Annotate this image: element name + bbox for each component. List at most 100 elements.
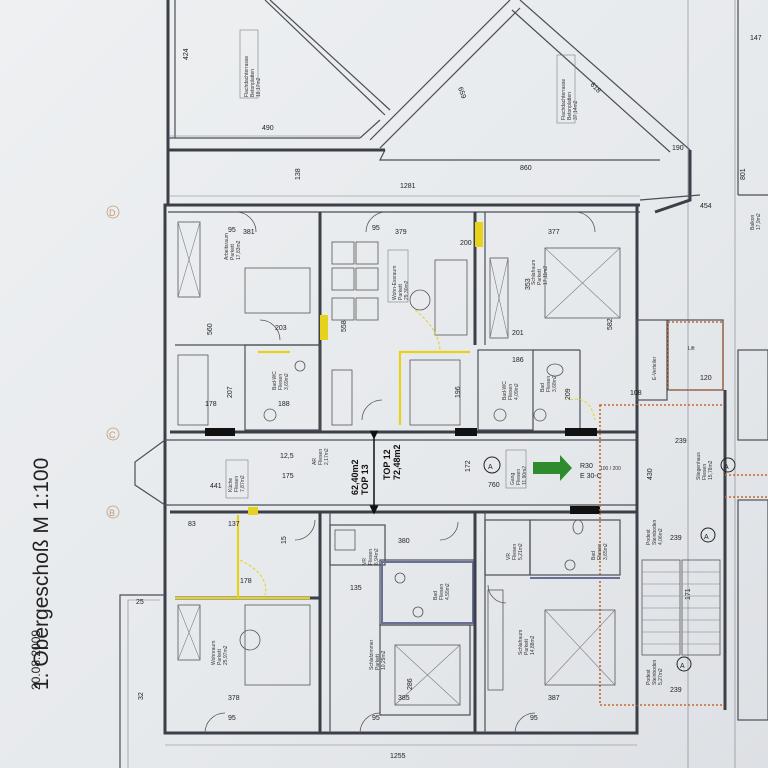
svg-text:Schlafzimmer: Schlafzimmer <box>369 639 375 670</box>
svg-text:1255: 1255 <box>390 753 406 760</box>
svg-text:Parkett: Parkett <box>398 284 404 300</box>
top-13-furniture <box>177 519 616 706</box>
svg-text:29,30m2: 29,30m2 <box>404 280 410 300</box>
svg-text:188: 188 <box>278 401 290 408</box>
svg-text:387: 387 <box>548 695 560 702</box>
svg-text:14,88m2: 14,88m2 <box>530 635 536 655</box>
svg-text:5,21m2: 5,21m2 <box>518 543 524 560</box>
dim-1281: 1281 <box>400 183 416 190</box>
grid-label-d: D <box>109 208 116 218</box>
svg-text:100 / 200: 100 / 200 <box>600 466 621 472</box>
svg-text:4,06m2: 4,06m2 <box>658 528 664 545</box>
terrace-1-label: Flachdachterrasse Betonplatten 18,17m2 <box>244 56 262 97</box>
svg-text:Parkett: Parkett <box>524 639 530 655</box>
svg-text:558: 558 <box>341 320 348 332</box>
svg-text:175: 175 <box>282 473 294 480</box>
svg-text:108: 108 <box>630 390 642 397</box>
svg-text:A: A <box>680 663 685 670</box>
room-label-wohnraum: Wohnraum Parkett 25,97m2 <box>211 641 229 665</box>
room-label-schlafraum-2: Schlafraum Parkett 14,88m2 <box>518 630 536 655</box>
svg-text:200: 200 <box>460 240 472 247</box>
svg-text:Stiegenhaus: Stiegenhaus <box>696 452 702 480</box>
room-label-schlafzimmer: Schlafzimmer Parkett 10,29m2 <box>369 639 387 670</box>
room-label-arbeitsraum: Arbeitsraum Parkett 17,83m2 <box>224 233 242 260</box>
svg-text:Fliesen: Fliesen <box>318 449 324 465</box>
wall-pier <box>455 428 477 436</box>
svg-text:201: 201 <box>512 330 524 337</box>
svg-text:95: 95 <box>228 227 236 234</box>
accessibility-markup-top <box>258 222 596 425</box>
svg-text:Podest: Podest <box>646 669 652 685</box>
dimension-texts: 381 379 377 560 203 558 353 582 201 186 … <box>188 203 712 722</box>
svg-text:430: 430 <box>647 468 654 480</box>
svg-text:Betonplatten: Betonplatten <box>250 69 256 97</box>
svg-text:17,9m2: 17,9m2 <box>756 213 762 230</box>
svg-text:Bad: Bad <box>540 383 546 392</box>
svg-text:6,94m2: 6,94m2 <box>374 548 380 565</box>
svg-text:Bad-WC: Bad-WC <box>272 371 278 390</box>
svg-text:147: 147 <box>750 35 762 42</box>
svg-text:378: 378 <box>228 695 240 702</box>
svg-text:TOP 13: TOP 13 <box>360 464 370 495</box>
top-12-label: TOP 13 62,40m2 <box>350 459 370 495</box>
svg-text:186: 186 <box>512 357 524 364</box>
svg-text:137: 137 <box>228 521 240 528</box>
room-label-bad-wc-2: Bad-WC Fliesen 4,09m2 <box>502 381 520 400</box>
svg-text:15: 15 <box>281 536 288 544</box>
svg-text:Steinboden: Steinboden <box>652 519 658 545</box>
svg-text:385: 385 <box>398 695 410 702</box>
green-exit-arrow-icon <box>533 455 572 481</box>
top-13-label: TOP 12 72,48m2 <box>382 444 402 480</box>
svg-text:239: 239 <box>675 438 687 445</box>
svg-text:178: 178 <box>205 401 217 408</box>
svg-text:801: 801 <box>740 168 747 180</box>
svg-text:239: 239 <box>670 687 682 694</box>
room-label-bad-1: Bad Fliesen 3,68m2 <box>540 375 558 392</box>
svg-text:25,97m2: 25,97m2 <box>223 645 229 665</box>
svg-text:12,5: 12,5 <box>280 453 294 460</box>
svg-text:7,87m2: 7,87m2 <box>240 475 246 492</box>
svg-text:Lift: Lift <box>688 346 695 352</box>
svg-text:Fliesen: Fliesen <box>439 584 445 600</box>
svg-text:135: 135 <box>350 585 362 592</box>
svg-text:Fliesen: Fliesen <box>516 469 522 485</box>
svg-text:Fliesen: Fliesen <box>512 544 518 560</box>
svg-text:37,14m2: 37,14m2 <box>573 100 579 120</box>
svg-text:Flachdachterrasse: Flachdachterrasse <box>561 79 567 120</box>
svg-text:441: 441 <box>210 483 222 490</box>
svg-text:377: 377 <box>548 229 560 236</box>
svg-text:Balkon: Balkon <box>750 214 756 230</box>
terrace-2-label: Flachdachterrasse Betonplatten 37,14m2 <box>561 79 579 120</box>
svg-text:379: 379 <box>395 229 407 236</box>
dim-190: 190 <box>672 145 684 152</box>
svg-text:196: 196 <box>455 386 462 398</box>
sheet-title: 1. Obergeschoß M 1:100 <box>30 458 53 690</box>
wall-pier <box>205 428 235 436</box>
svg-text:95: 95 <box>372 715 380 722</box>
dim-138: 138 <box>295 168 302 180</box>
svg-text:Fliesen: Fliesen <box>702 464 708 480</box>
svg-text:83: 83 <box>188 521 196 528</box>
svg-text:18,17m2: 18,17m2 <box>256 77 262 97</box>
svg-text:760: 760 <box>488 482 500 489</box>
svg-text:Parkett: Parkett <box>537 269 543 285</box>
top-12-furniture <box>177 221 621 426</box>
room-label-vr: VR Fliesen 6,94m2 <box>362 548 380 565</box>
svg-text:4,09m2: 4,09m2 <box>514 383 520 400</box>
fire-door-class: E 30-C <box>580 473 602 480</box>
svg-text:VR: VR <box>362 558 368 565</box>
svg-text:25: 25 <box>136 599 144 606</box>
grid-label-b: B <box>109 508 115 518</box>
svg-text:10,29m2: 10,29m2 <box>381 650 387 670</box>
accessibility-markup-bottom <box>175 507 310 600</box>
stair-core: E-Verteiler Lift 120 Stiegenhaus Fliesen… <box>599 321 736 710</box>
svg-text:Parkett: Parkett <box>217 649 223 665</box>
svg-text:62,40m2: 62,40m2 <box>350 459 360 495</box>
svg-text:203: 203 <box>275 325 287 332</box>
svg-text:454: 454 <box>700 203 712 210</box>
svg-text:Podest: Podest <box>646 529 652 545</box>
svg-text:AR: AR <box>312 458 318 465</box>
wall-pier <box>565 428 597 436</box>
svg-text:Bad: Bad <box>433 591 439 600</box>
